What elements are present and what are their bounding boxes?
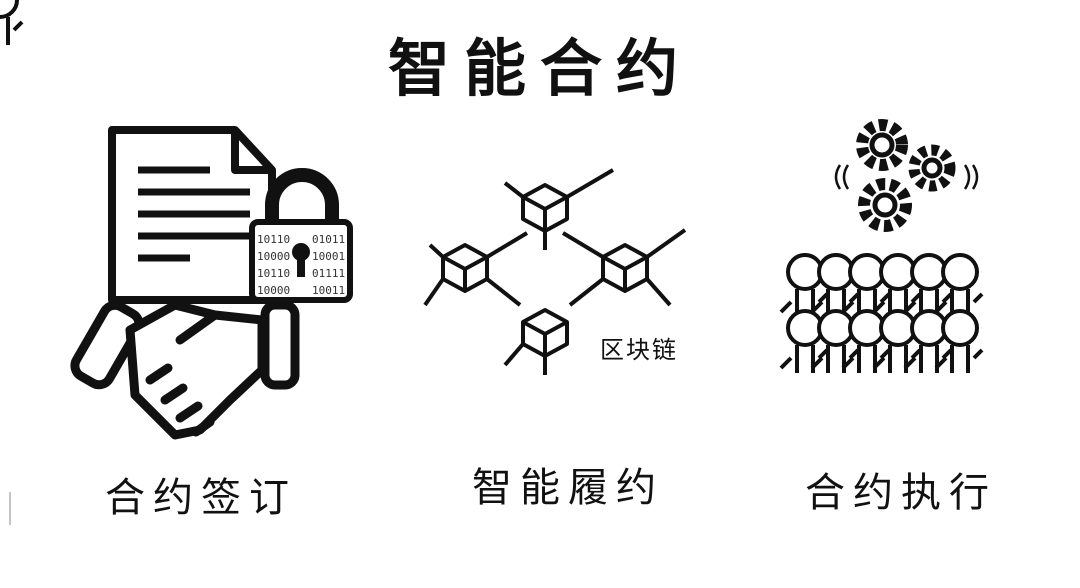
label-contract-signing: 合约签订 [105, 475, 297, 521]
svg-text:10000: 10000 [257, 250, 290, 263]
cube-icon [561, 228, 687, 307]
keyhole-icon [292, 243, 310, 261]
cube-icon [503, 308, 569, 375]
label-contract-execution: 合约执行 [805, 470, 997, 516]
label-smart-fulfillment: 智能履约 [472, 465, 664, 511]
svg-text:01011: 01011 [312, 233, 345, 246]
cube-icon [503, 168, 615, 250]
svg-text:10110: 10110 [257, 233, 290, 246]
svg-text:10000: 10000 [257, 284, 290, 297]
blockchain-caption: 区块链 [600, 336, 678, 364]
handshake-icon [70, 300, 300, 440]
document-icon [108, 126, 276, 304]
cube-icon [423, 231, 529, 307]
svg-text:10001: 10001 [312, 250, 345, 263]
svg-text:01111: 01111 [312, 267, 345, 280]
blockchain-icon [423, 168, 687, 375]
crowd-icon [0, 0, 984, 375]
svg-text:10011: 10011 [312, 284, 345, 297]
page-title: 智能合约 [387, 32, 692, 105]
gears-icon [834, 119, 979, 232]
svg-text:10110: 10110 [257, 267, 290, 280]
padlock-icon: 10110 01011 10000 10001 10110 01111 10000 10… [249, 168, 353, 303]
